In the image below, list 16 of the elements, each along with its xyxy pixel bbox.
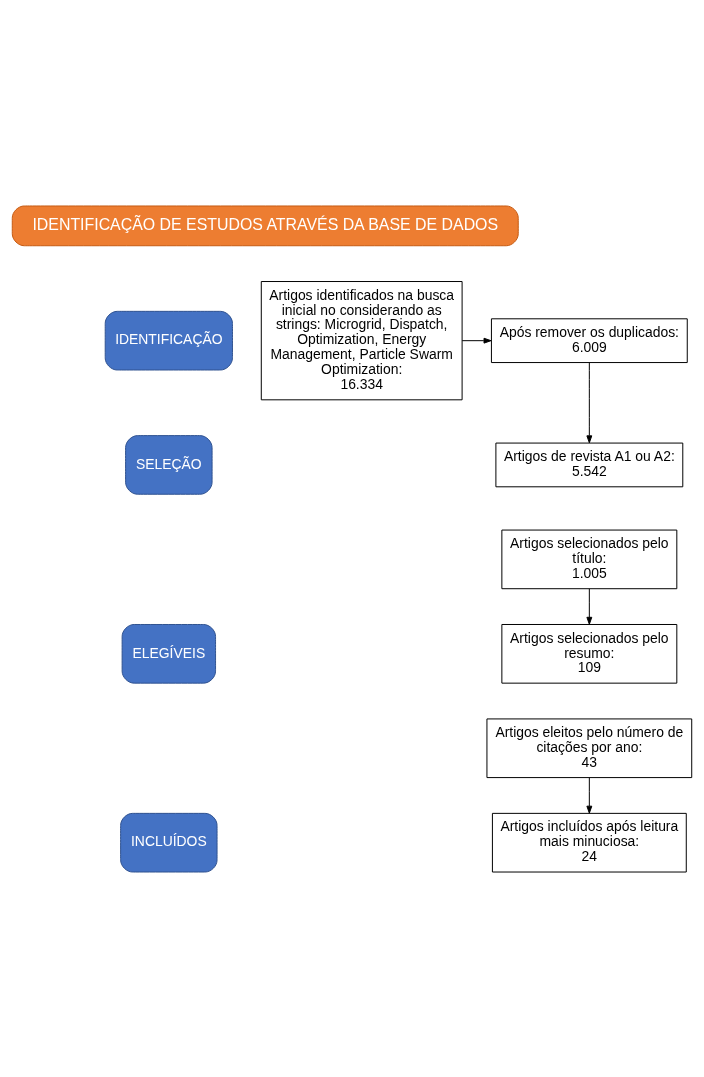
node-box: ELEGÍVEIS <box>121 623 217 684</box>
node-box: INCLUÍDOS <box>120 812 218 872</box>
node-box: Artigos selecionados pelo resumo: 109 <box>501 623 678 684</box>
arrow <box>586 587 593 625</box>
node-box: SELEÇÃO <box>125 434 213 495</box>
node-box: Após remover os duplicados: 6.009 <box>490 317 688 363</box>
node-box: Artigos identificados na busca inicial no considerando as strings: Microgrid, Dispatch, Optimization, Energy Management, Particle Swarm Optimization: 16.334 <box>260 280 463 400</box>
node-box: Artigos selecionados pelo título: 1.005 <box>501 529 678 589</box>
node-box: IDENTIFICAÇÃO DE ESTUDOS ATRAVÉS DA BASE DE DADOS <box>11 205 519 246</box>
arrow <box>586 361 593 443</box>
node-box: IDENTIFICAÇÃO <box>104 310 233 370</box>
arrow <box>586 776 593 814</box>
node-box: Artigos incluídos após leitura mais minuciosa: 24 <box>491 812 687 872</box>
node-box: Artigos eleitos pelo número de citações por ano: 43 <box>486 717 693 778</box>
arrow <box>461 337 492 344</box>
node-box: Artigos de revista A1 ou A2: 5.542 <box>495 442 684 487</box>
